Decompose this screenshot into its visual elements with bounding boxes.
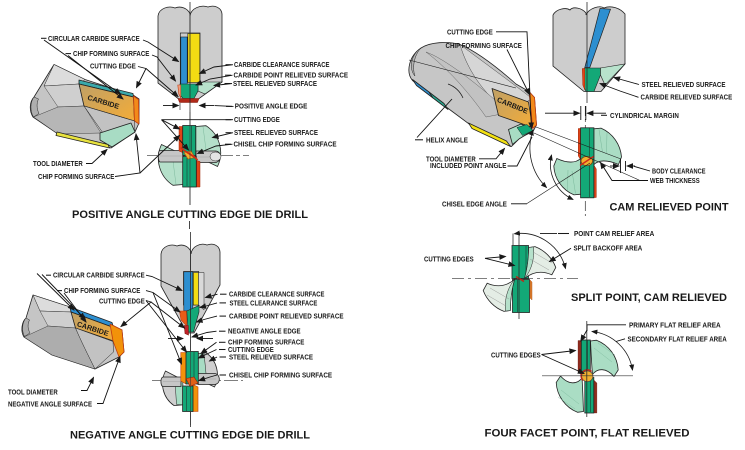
svg-text:POSITIVE ANGLE CUTTING EDGE DI: POSITIVE ANGLE CUTTING EDGE DIE DRILL (72, 209, 308, 221)
svg-text:CUTTING EDGES: CUTTING EDGES (491, 350, 541, 359)
svg-text:CARBIDE CLEARANCE SURFACE: CARBIDE CLEARANCE SURFACE (229, 290, 325, 299)
svg-text:STEEL RELIEVED SURFACE: STEEL RELIEVED SURFACE (233, 79, 317, 88)
svg-text:CHIP FORMING SURFACE: CHIP FORMING SURFACE (446, 41, 523, 50)
svg-text:STEEL CLEARANCE SURFACE: STEEL CLEARANCE SURFACE (230, 298, 318, 307)
svg-text:SPLIT BACKOFF AREA: SPLIT BACKOFF AREA (574, 243, 643, 252)
svg-text:CHIP FORMING SURFACE: CHIP FORMING SURFACE (73, 49, 150, 58)
svg-text:CYLINDRICAL MARGIN: CYLINDRICAL MARGIN (610, 111, 679, 120)
svg-text:CARBIDE CLEARANCE SURFACE: CARBIDE CLEARANCE SURFACE (234, 60, 330, 69)
svg-text:TOOL DIAMETER: TOOL DIAMETER (8, 387, 58, 396)
svg-text:CHIP FORMING SURFACE: CHIP FORMING SURFACE (228, 338, 305, 347)
svg-text:TOOL DIAMETER: TOOL DIAMETER (426, 154, 476, 163)
svg-text:HELIX ANGLE: HELIX ANGLE (426, 135, 468, 144)
svg-text:CARBIDE POINT RELIEVED SURFACE: CARBIDE POINT RELIEVED SURFACE (229, 312, 344, 321)
svg-text:TOOL DIAMETER: TOOL DIAMETER (33, 159, 83, 168)
svg-text:CARBIDE RELIEVED SURFACE: CARBIDE RELIEVED SURFACE (641, 93, 733, 102)
svg-text:NEGATIVE ANGLE EDGE: NEGATIVE ANGLE EDGE (228, 327, 301, 336)
svg-text:CHIP FORMING SURFACE: CHIP FORMING SURFACE (64, 286, 141, 295)
svg-text:CHISEL CHIP FORMING SURFACE: CHISEL CHIP FORMING SURFACE (234, 140, 337, 149)
svg-text:BODY CLEARANCE: BODY CLEARANCE (652, 166, 706, 175)
svg-text:NEGATIVE ANGLE CUTTING EDGE DI: NEGATIVE ANGLE CUTTING EDGE DIE DRILL (70, 430, 310, 442)
svg-text:CHIP FORMING SURFACE: CHIP FORMING SURFACE (38, 172, 115, 181)
svg-text:CARBIDE POINT RELIEVED SURFACE: CARBIDE POINT RELIEVED SURFACE (234, 71, 349, 80)
svg-text:POSITIVE ANGLE EDGE: POSITIVE ANGLE EDGE (235, 102, 308, 111)
svg-text:CUTTING EDGE: CUTTING EDGE (234, 115, 280, 124)
svg-text:STEEL RELIEVED SURFACE: STEEL RELIEVED SURFACE (234, 128, 318, 137)
svg-text:CUTTING EDGE: CUTTING EDGE (99, 297, 145, 306)
svg-text:SECONDARY FLAT RELIEF AREA: SECONDARY FLAT RELIEF AREA (628, 334, 727, 343)
svg-text:CUTTING EDGE: CUTTING EDGE (90, 62, 136, 71)
svg-text:POINT CAM RELIEF AREA: POINT CAM RELIEF AREA (574, 229, 654, 238)
svg-text:PRIMARY FLAT RELIEF AREA: PRIMARY FLAT RELIEF AREA (629, 320, 721, 329)
svg-text:STEEL RELIEVED SURFACE: STEEL RELIEVED SURFACE (229, 352, 313, 361)
svg-text:NEGATIVE ANGLE SURFACE: NEGATIVE ANGLE SURFACE (8, 399, 92, 408)
svg-text:STEEL RELIEVED SURFACE: STEEL RELIEVED SURFACE (642, 80, 726, 89)
svg-text:CIRCULAR CARBIDE SURFACE: CIRCULAR CARBIDE SURFACE (53, 271, 145, 280)
svg-text:CHISEL CHIP FORMING SURFACE: CHISEL CHIP FORMING SURFACE (229, 370, 332, 379)
svg-text:FOUR FACET POINT, FLAT RELIEVE: FOUR FACET POINT, FLAT RELIEVED (485, 427, 690, 439)
svg-text:CUTTING EDGE: CUTTING EDGE (447, 27, 493, 36)
svg-text:SPLIT POINT, CAM RELIEVED: SPLIT POINT, CAM RELIEVED (571, 292, 727, 304)
svg-text:CIRCULAR CARBIDE SURFACE: CIRCULAR CARBIDE SURFACE (48, 34, 140, 43)
svg-text:WEB THICKNESS: WEB THICKNESS (650, 176, 700, 185)
svg-text:CAM RELIEVED POINT: CAM RELIEVED POINT (610, 201, 729, 213)
svg-text:INCLUDED POINT ANGLE: INCLUDED POINT ANGLE (430, 161, 507, 170)
svg-text:CUTTING EDGE: CUTTING EDGE (228, 345, 274, 354)
svg-text:CUTTING EDGES: CUTTING EDGES (424, 254, 474, 263)
svg-text:CHISEL EDGE ANGLE: CHISEL EDGE ANGLE (442, 199, 507, 208)
